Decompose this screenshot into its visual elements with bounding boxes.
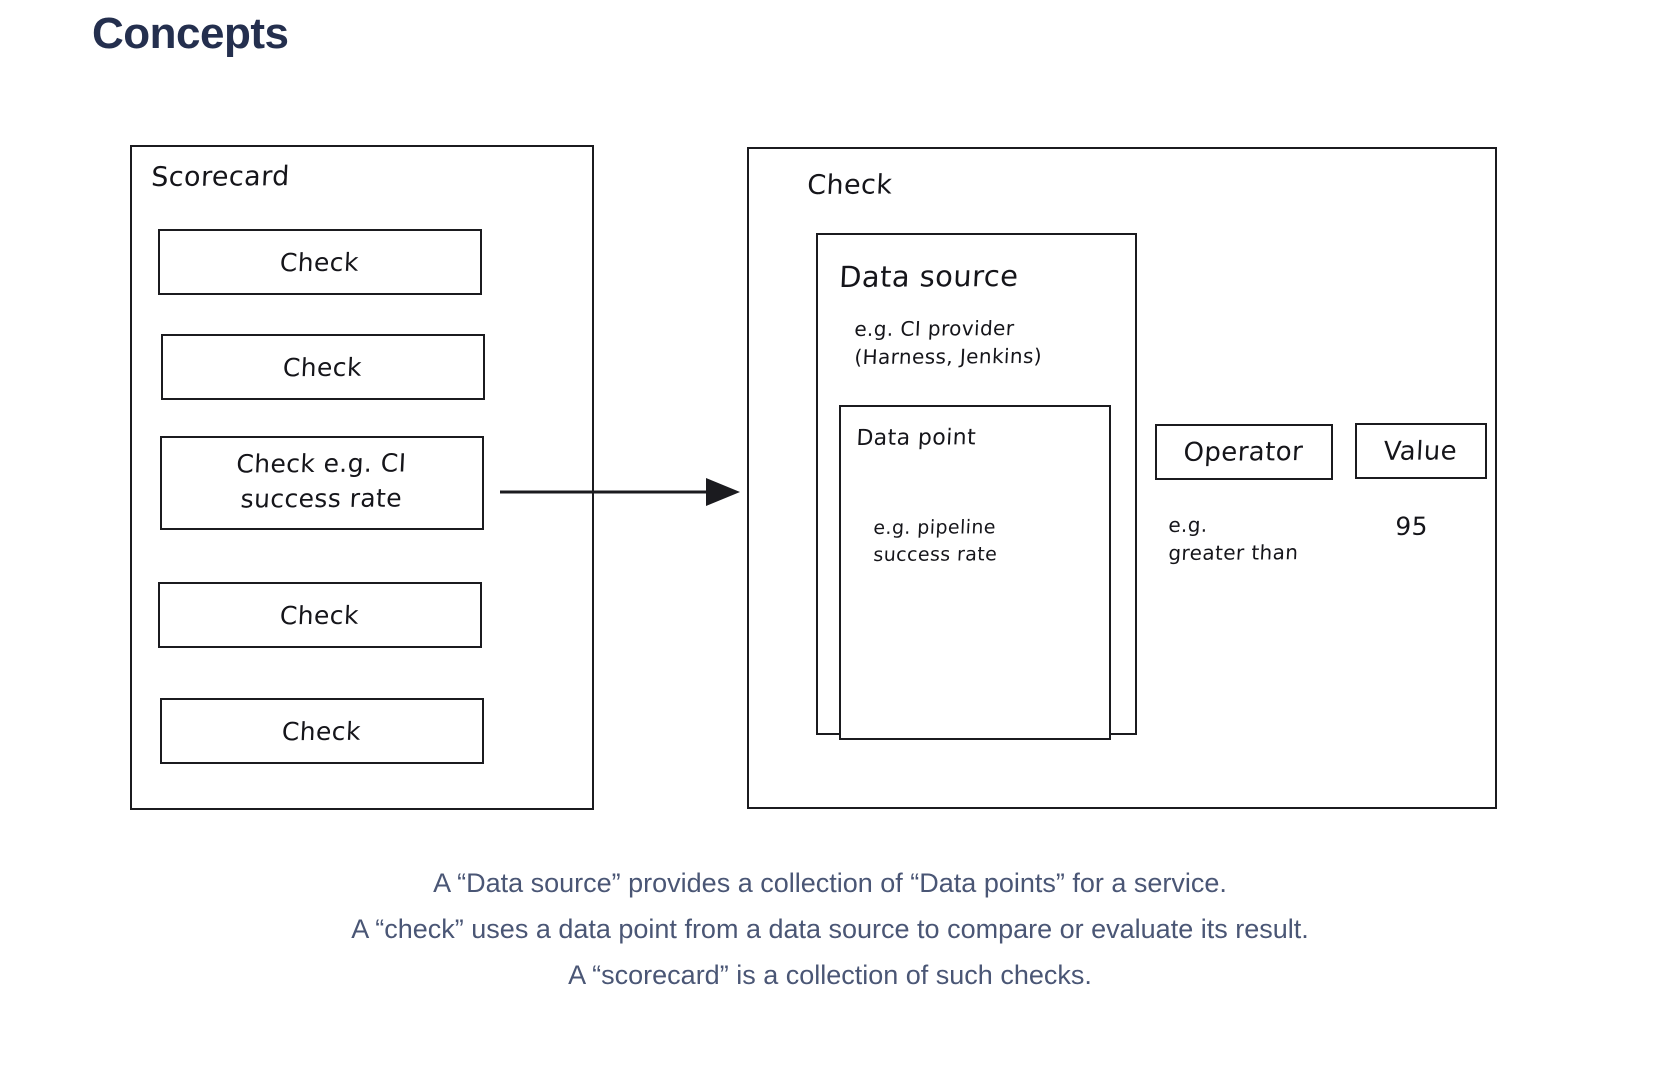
data-point-example-line1: e.g. pipeline [872,516,997,539]
scorecard-check-box-4[interactable]: Check [158,582,482,648]
data-point-example-line2: success rate [872,543,998,566]
concepts-diagram: Scorecard Check Check Check e.g. CI succ… [0,120,1660,830]
scorecard-check-label-5: Check [281,716,362,747]
scorecard-check-box-3[interactable]: Check e.g. CI success rate [160,436,484,530]
arrow-right-icon [498,478,740,506]
caption-line-3: A “scorecard” is a collection of such ch… [568,960,1092,990]
arrow-connector-icon [498,475,740,509]
scorecard-check-box-2[interactable]: Check [161,334,485,400]
scorecard-panel-label: Scorecard [150,161,291,193]
data-source-example-line2: (Harness, Jenkins) [853,343,1043,369]
operator-box[interactable]: Operator [1155,424,1333,480]
caption: A “Data source” provides a collection of… [0,860,1660,998]
data-source-heading: Data source [838,258,1020,294]
caption-line-2: A “check” uses a data point from a data … [351,914,1309,944]
scorecard-check-label-4: Check [279,600,360,631]
page-title: Concepts [92,9,289,58]
operator-example-line2: greater than [1167,540,1300,565]
caption-line-1: A “Data source” provides a collection of… [433,868,1227,898]
value-example: 95 [1394,511,1429,541]
operator-example-line1: e.g. [1167,512,1209,537]
scorecard-check-box-1[interactable]: Check [158,229,482,295]
scorecard-check-label-3-line2: success rate [240,483,403,514]
value-label: Value [1382,436,1458,467]
scorecard-check-label-1: Check [279,247,360,278]
scorecard-check-box-5[interactable]: Check [160,698,484,764]
data-point-box[interactable] [839,405,1111,740]
scorecard-check-label-3-line1: Check e.g. CI [235,448,408,479]
check-panel-label: Check [806,169,894,201]
scorecard-check-label-2: Check [282,352,363,383]
data-point-heading: Data point [855,425,977,451]
value-box[interactable]: Value [1355,423,1487,479]
operator-label: Operator [1182,437,1304,468]
data-source-example-line1: e.g. CI provider [853,316,1016,341]
